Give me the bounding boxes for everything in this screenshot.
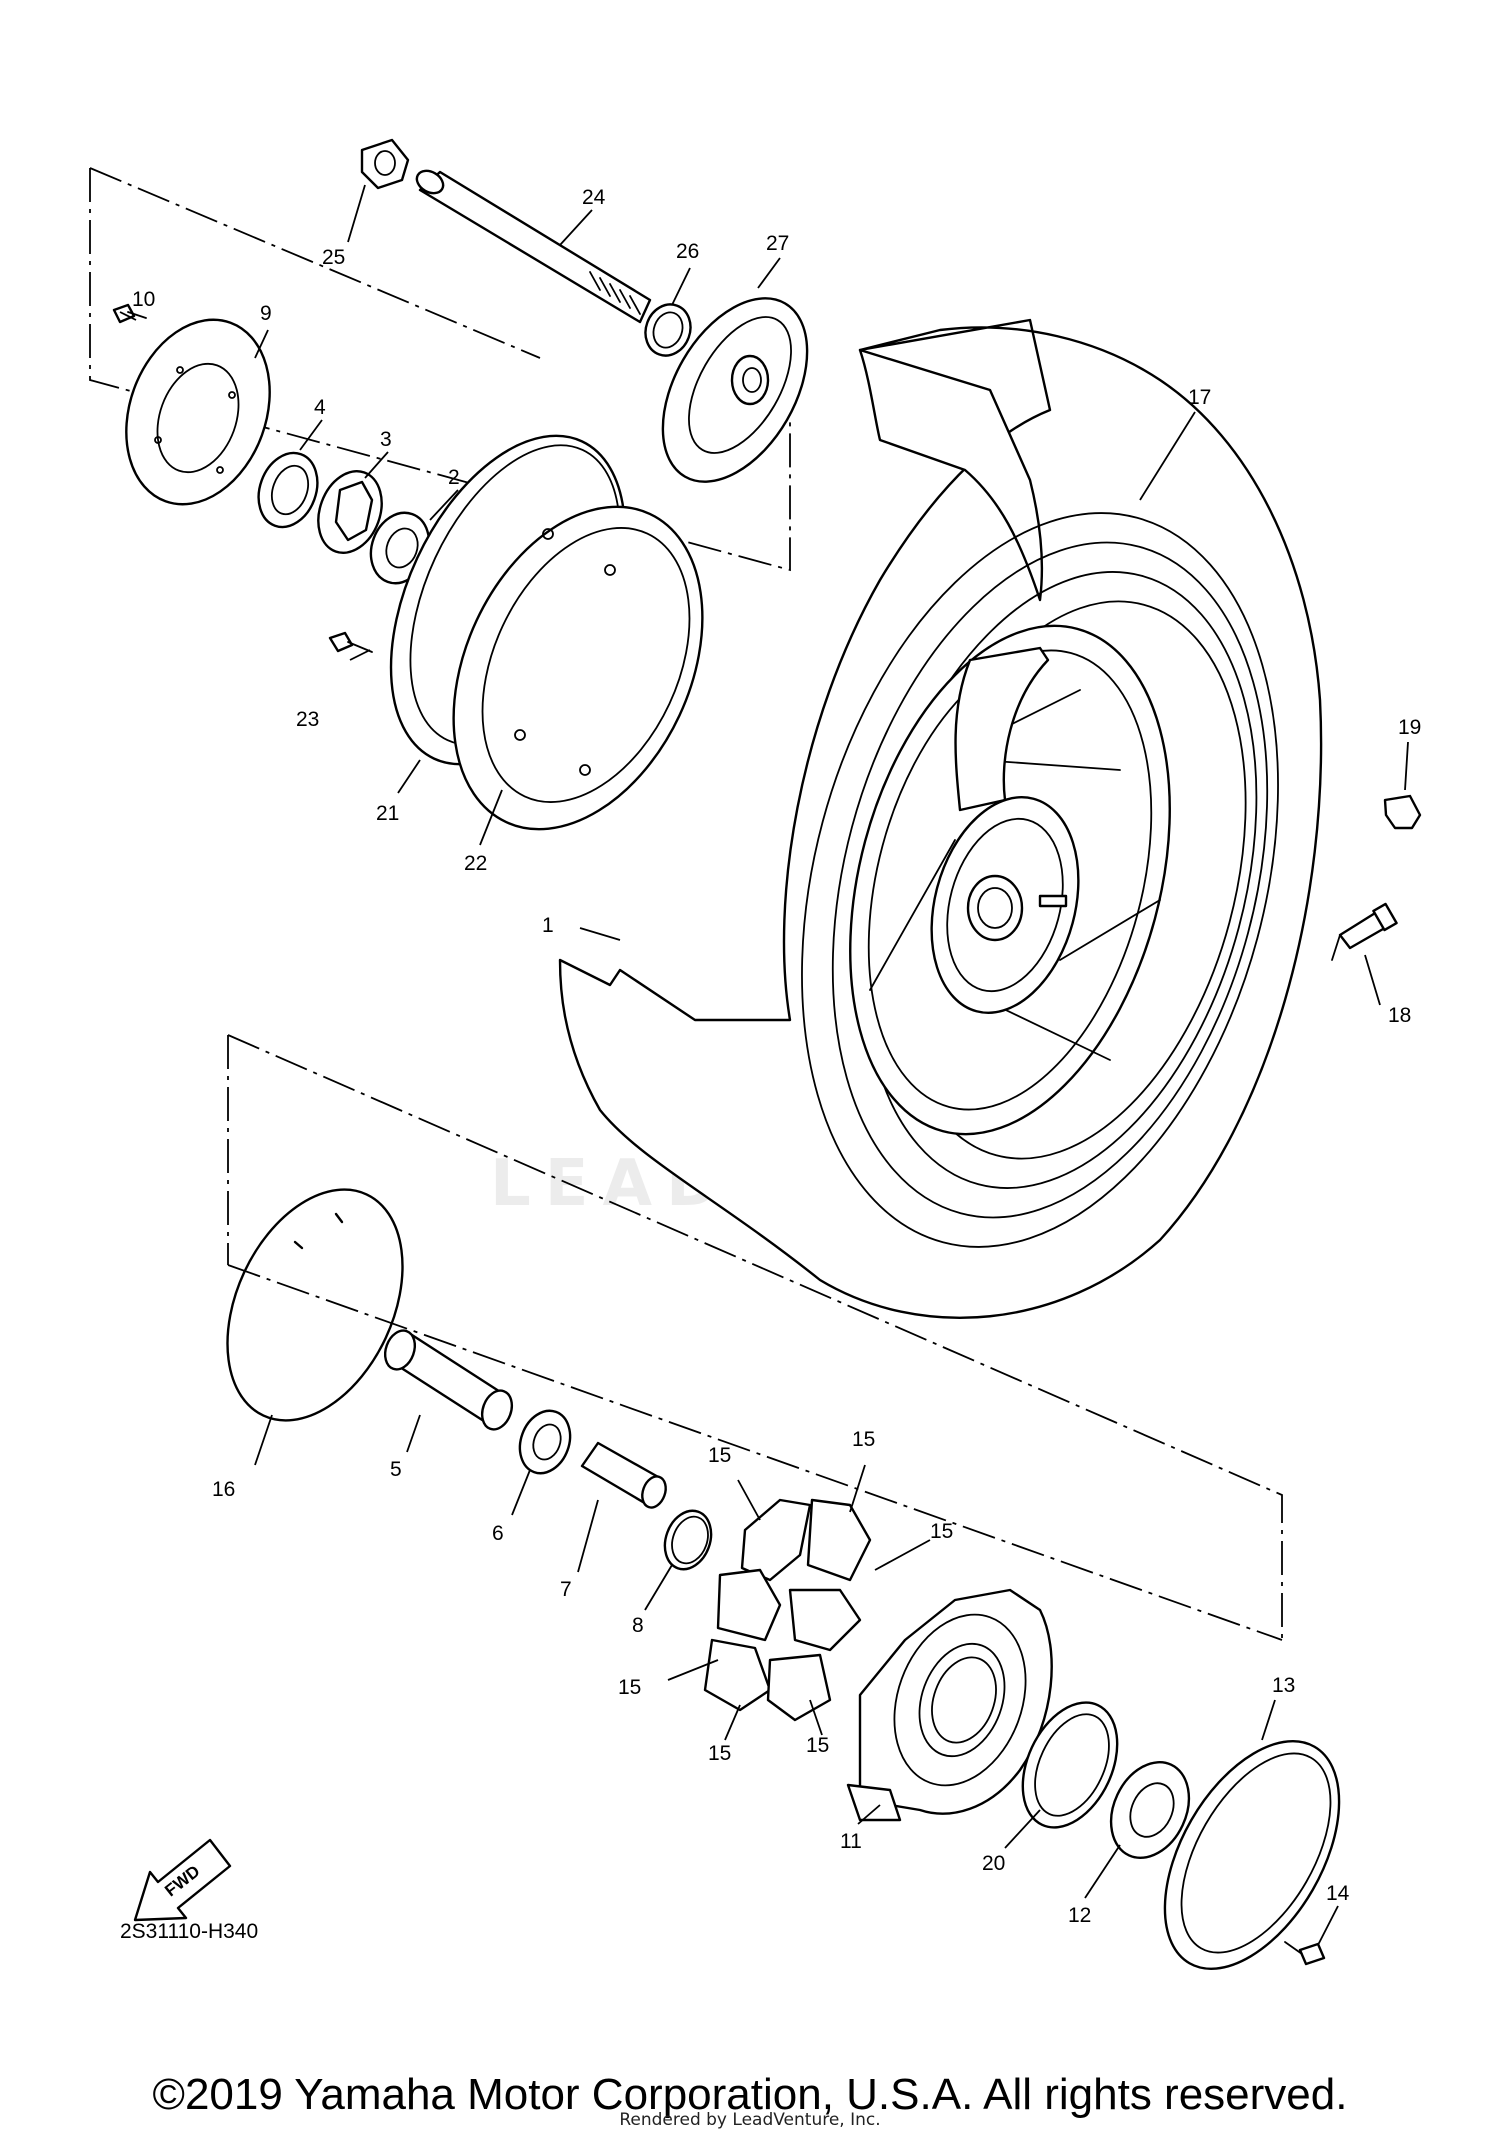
callout-27[interactable]: 27 (766, 232, 789, 255)
callout-1[interactable]: 1 (542, 914, 554, 937)
callout-15d[interactable]: 15 (618, 1676, 641, 1699)
damper-plate[interactable] (102, 299, 295, 524)
leader-lines (119, 184, 1409, 1946)
bearing-right[interactable] (1096, 1749, 1204, 1870)
callout-15b[interactable]: 15 (852, 1428, 875, 1451)
clutch-hub[interactable] (846, 1588, 1053, 1822)
callout-10[interactable]: 10 (132, 288, 155, 311)
callout-15f[interactable]: 15 (806, 1734, 829, 1757)
callout-21[interactable]: 21 (376, 802, 399, 825)
callout-8[interactable]: 8 (632, 1614, 644, 1637)
bearing-center[interactable] (512, 1404, 579, 1481)
exploded-parts-diagram: LEADVENTURE (89, 138, 1422, 1999)
hub-collar[interactable] (580, 1441, 670, 1511)
callout-15c[interactable]: 15 (930, 1520, 953, 1543)
large-circlip[interactable] (193, 1161, 438, 1448)
callout-20[interactable]: 20 (982, 1852, 1005, 1875)
callout-22[interactable]: 22 (464, 852, 487, 875)
callout-24[interactable]: 24 (582, 186, 606, 209)
callout-4[interactable]: 4 (314, 396, 326, 419)
axle-nut[interactable] (360, 138, 410, 190)
o-ring[interactable] (657, 1504, 719, 1575)
wheel-axle[interactable] (413, 166, 652, 324)
callout-11[interactable]: 11 (840, 1830, 862, 1853)
callout-12[interactable]: 12 (1068, 1904, 1091, 1927)
callout-18[interactable]: 18 (1388, 1004, 1411, 1027)
balance-weight[interactable] (1383, 794, 1422, 830)
circlip[interactable] (307, 462, 392, 561)
oil-seal-left[interactable] (249, 445, 328, 536)
callout-2[interactable]: 2 (448, 466, 460, 489)
hub-spacer-long[interactable] (380, 1326, 517, 1433)
upper-alignment-frame (89, 167, 791, 572)
callout-17[interactable]: 17 (1188, 386, 1211, 409)
callout-23[interactable]: 23 (296, 708, 319, 731)
callout-labels: 1 2 3 4 5 6 7 8 9 10 11 12 13 14 15 15 1… (132, 186, 1421, 1927)
hub-cover-plate[interactable] (633, 273, 837, 506)
callout-26[interactable]: 26 (676, 240, 699, 263)
tire-valve[interactable] (1331, 902, 1398, 961)
rendered-by-credit: Rendered by LeadVenture, Inc. (619, 2110, 881, 2130)
callout-15a[interactable]: 15 (708, 1444, 731, 1467)
callout-6[interactable]: 6 (492, 1522, 504, 1545)
callout-25[interactable]: 25 (322, 246, 345, 269)
axle-collar-ring[interactable] (638, 298, 697, 362)
diagram-code: 2S31110-H340 (120, 1920, 259, 1943)
cover-ring-right[interactable] (1129, 1712, 1375, 1999)
callout-14[interactable]: 14 (1326, 1882, 1350, 1905)
cover-ring-bolt[interactable] (1284, 1941, 1326, 1966)
oil-seal-right[interactable] (1004, 1687, 1136, 1842)
hub-ring[interactable] (405, 467, 752, 870)
callout-5[interactable]: 5 (390, 1458, 402, 1481)
callout-13[interactable]: 13 (1272, 1674, 1295, 1697)
callout-15e[interactable]: 15 (708, 1742, 731, 1765)
lower-alignment-frame (227, 1034, 1283, 1641)
callout-7[interactable]: 7 (560, 1578, 572, 1601)
callout-19[interactable]: 19 (1398, 716, 1421, 739)
hub-damper-set[interactable] (703, 1498, 872, 1722)
rear-wheel-rim[interactable] (798, 590, 1222, 1170)
callout-3[interactable]: 3 (380, 428, 392, 451)
callout-16[interactable]: 16 (212, 1478, 235, 1501)
hub-ring-bolt[interactable] (328, 631, 373, 653)
copyright-notice: ©2019 Yamaha Motor Corporation, U.S.A. A… (152, 2070, 1348, 2119)
forward-direction-arrow: FWD (133, 1838, 232, 1922)
callout-9[interactable]: 9 (260, 302, 272, 325)
